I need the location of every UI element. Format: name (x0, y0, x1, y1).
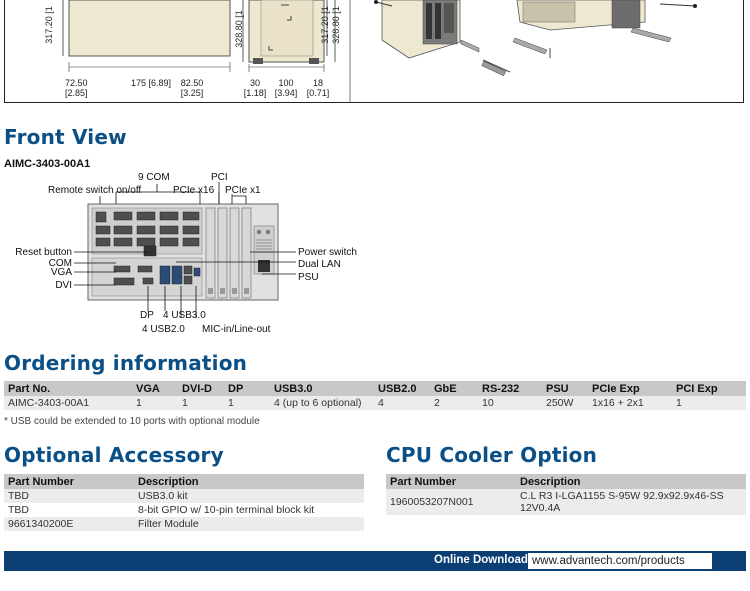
dim-mid-w2-mm: 100 (278, 78, 294, 88)
label-com: COM (48, 258, 72, 269)
table-row: TBD 8-bit GPIO w/ 10-pin terminal block … (4, 503, 364, 517)
col-usb3: USB3.0 (270, 381, 374, 396)
col-part-number: Part Number (4, 474, 134, 489)
cell-part-number: 1960053207N001 (386, 489, 516, 515)
label-pcie-x1: PCIe x1 (225, 185, 261, 196)
cell-dp: 1 (224, 396, 270, 410)
table-row: 1960053207N001 C.L R3 I-LGA1155 S-95W 92… (386, 489, 746, 515)
cell-part-number: TBD (4, 503, 134, 517)
cell-part-no: AIMC-3403-00A1 (4, 396, 132, 410)
dim-mid-w2-in: [3.94] (274, 88, 298, 98)
col-psu: PSU (542, 381, 588, 396)
table-row: AIMC-3403-00A1 1 1 1 4 (up to 6 optional… (4, 396, 746, 410)
label-remote-switch: Remote switch on/off (48, 185, 142, 196)
front-panel-diagram (74, 182, 296, 318)
col-vga: VGA (132, 381, 178, 396)
label-4-usb3: 4 USB3.0 (163, 310, 206, 321)
cell-usb2: 4 (374, 396, 430, 410)
label-mic-line: MIC-in/Line-out (202, 324, 271, 335)
cooler-header-row: Part Number Description (386, 474, 746, 489)
label-dp: DP (140, 310, 154, 321)
col-gbe: GbE (430, 381, 478, 396)
table-row: TBD USB3.0 kit (4, 489, 364, 503)
label-4-usb2: 4 USB2.0 (142, 324, 185, 335)
ordering-title: Ordering information (4, 351, 248, 375)
dim-left-w1-mm: 72.50 (65, 78, 88, 88)
dim-mid-w1: 30 [1.18] (241, 78, 269, 98)
dim-left-vertical: 317.20 [1 (44, 6, 54, 44)
label-dvi: DVI (55, 280, 72, 291)
label-9-com: 9 COM (138, 172, 170, 183)
accessory-header-row: Part Number Description (4, 474, 364, 489)
cell-usb3: 4 (up to 6 optional) (270, 396, 374, 410)
dim-mid-w3-in: [0.71] (306, 88, 330, 98)
cell-pci-exp: 1 (672, 396, 746, 410)
dim-right-v2: 328.80 [1 (331, 6, 341, 44)
dim-left-w1: 72.50 [2.85] (65, 78, 93, 98)
cell-description: C.L R3 I-LGA1155 S-95W 92.9x92.9x46-SS 1… (516, 489, 746, 515)
dim-left-w3-mm: 82.50 (180, 78, 204, 88)
dim-mid-w2: 100 [3.94] (269, 78, 303, 98)
cell-rs232: 10 (478, 396, 542, 410)
dim-mid-w3-mm: 18 (312, 78, 323, 88)
dim-left-w2: 175 [6.89] (130, 78, 172, 88)
footer-bar: Online Download www.advantech.com/produc… (4, 551, 746, 571)
dim-mid-w3: 18 [0.71] (301, 78, 335, 98)
front-view-model: AIMC-3403-00A1 (4, 158, 91, 170)
col-pcie-exp: PCIe Exp (588, 381, 672, 396)
cell-part-number: TBD (4, 489, 134, 503)
col-description: Description (134, 474, 364, 489)
label-pci: PCI (211, 172, 228, 183)
col-usb2: USB2.0 (374, 381, 430, 396)
ordering-table: Part No. VGA DVI-D DP USB3.0 USB2.0 GbE … (4, 381, 746, 410)
front-view-title: Front View (4, 125, 127, 149)
cell-dvi-d: 1 (178, 396, 224, 410)
cell-gbe: 2 (430, 396, 478, 410)
col-rs232: RS-232 (478, 381, 542, 396)
dimension-drawing-panel: 317.20 [1 72.50 [2.85] 175 [6.89] 82.50 … (4, 0, 744, 103)
col-dp: DP (224, 381, 270, 396)
dimension-drawing (62, 0, 697, 103)
cell-part-number: 9661340200E (4, 517, 134, 531)
dim-mid-vertical: 328.80 [1 (234, 10, 244, 48)
dim-right-v1: 317.20 [1 (320, 6, 330, 44)
label-reset-button: Reset button (15, 247, 72, 258)
label-dual-lan: Dual LAN (298, 259, 341, 270)
col-part-number: Part Number (386, 474, 516, 489)
cooler-title: CPU Cooler Option (386, 443, 598, 467)
cooler-table: Part Number Description 1960053207N001 C… (386, 474, 746, 515)
ordering-note: * USB could be extended to 10 ports with… (4, 416, 260, 427)
online-download-label: Online Download (434, 554, 528, 566)
ordering-header-row: Part No. VGA DVI-D DP USB3.0 USB2.0 GbE … (4, 381, 746, 396)
accessory-title: Optional Accessory (4, 443, 224, 467)
col-part-no: Part No. (4, 381, 132, 396)
dim-left-w3: 82.50 [3.25] (175, 78, 209, 98)
dim-left-w3-in: [3.25] (180, 88, 204, 98)
cell-description: Filter Module (134, 517, 364, 531)
dim-mid-w1-in: [1.18] (243, 88, 267, 98)
label-power-switch: Power switch (298, 247, 357, 258)
cell-pcie-exp: 1x16 + 2x1 (588, 396, 672, 410)
isometric-view-right (512, 0, 697, 58)
label-vga: VGA (50, 267, 72, 278)
col-pci-exp: PCI Exp (672, 381, 746, 396)
isometric-view-left (374, 0, 511, 77)
dim-left-w1-in: [2.85] (65, 88, 88, 98)
dim-mid-w1-mm: 30 (249, 78, 260, 88)
label-psu: PSU (298, 272, 319, 283)
col-dvi-d: DVI-D (178, 381, 224, 396)
cell-description: USB3.0 kit (134, 489, 364, 503)
download-url[interactable]: www.advantech.com/products (528, 553, 712, 569)
cell-description: 8-bit GPIO w/ 10-pin terminal block kit (134, 503, 364, 517)
accessory-table: Part Number Description TBD USB3.0 kit T… (4, 474, 364, 531)
cell-vga: 1 (132, 396, 178, 410)
col-description: Description (516, 474, 746, 489)
label-pcie-x16: PCIe x16 (173, 185, 215, 196)
table-row: 9661340200E Filter Module (4, 517, 364, 531)
cell-psu: 250W (542, 396, 588, 410)
